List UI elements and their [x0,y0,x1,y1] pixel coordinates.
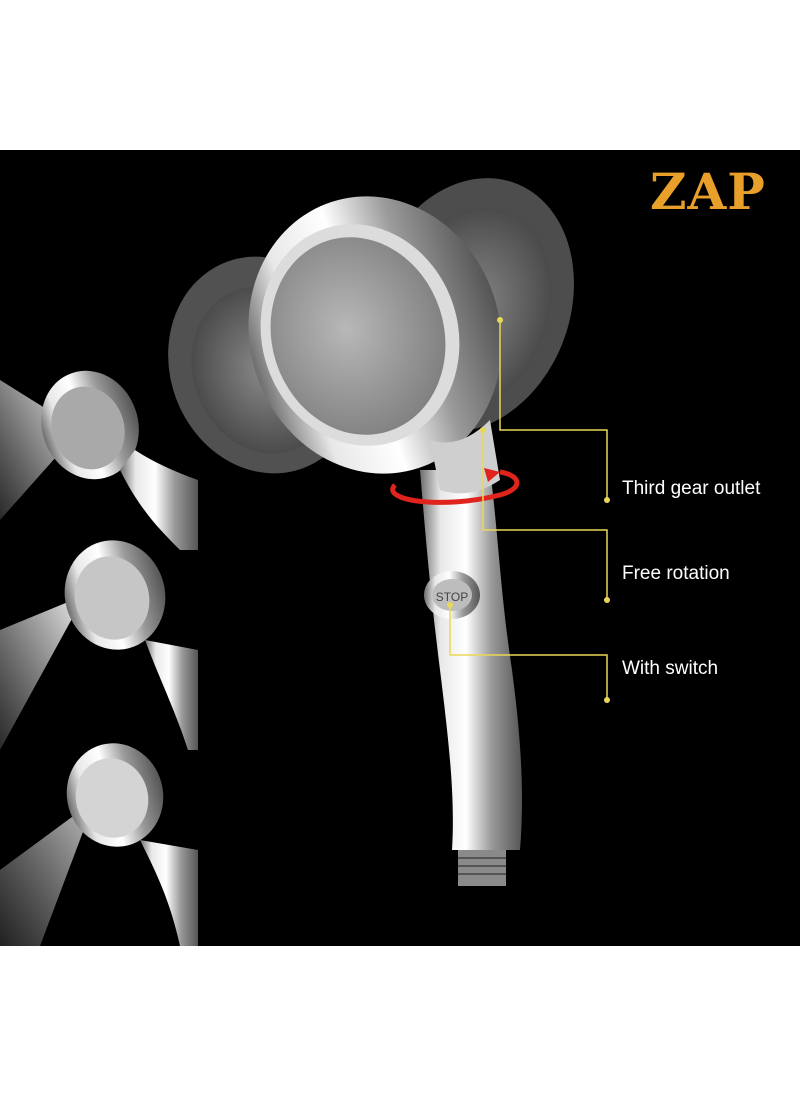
brand-logo: ZAP [650,162,766,221]
feature-label-third-gear-outlet: Third gear outlet [622,478,761,499]
rotation-arrow-icon [390,468,520,505]
callout-lines [449,320,608,700]
shower-head-illustration: STOP [0,178,610,946]
spray-mode-shower [0,540,198,750]
hose-connector [458,850,506,886]
feature-label-with-switch: With switch [622,658,719,679]
switch-label: STOP [436,590,468,604]
feature-label-free-rotation: Free rotation [622,563,730,584]
spray-mode-jet [0,370,198,550]
spray-mode-mist [0,743,198,946]
product-photo: STOP [0,150,800,946]
main-shower-head [248,196,502,494]
shower-handle [420,470,523,850]
callout-dots [447,317,610,703]
stop-switch: STOP [424,571,480,619]
